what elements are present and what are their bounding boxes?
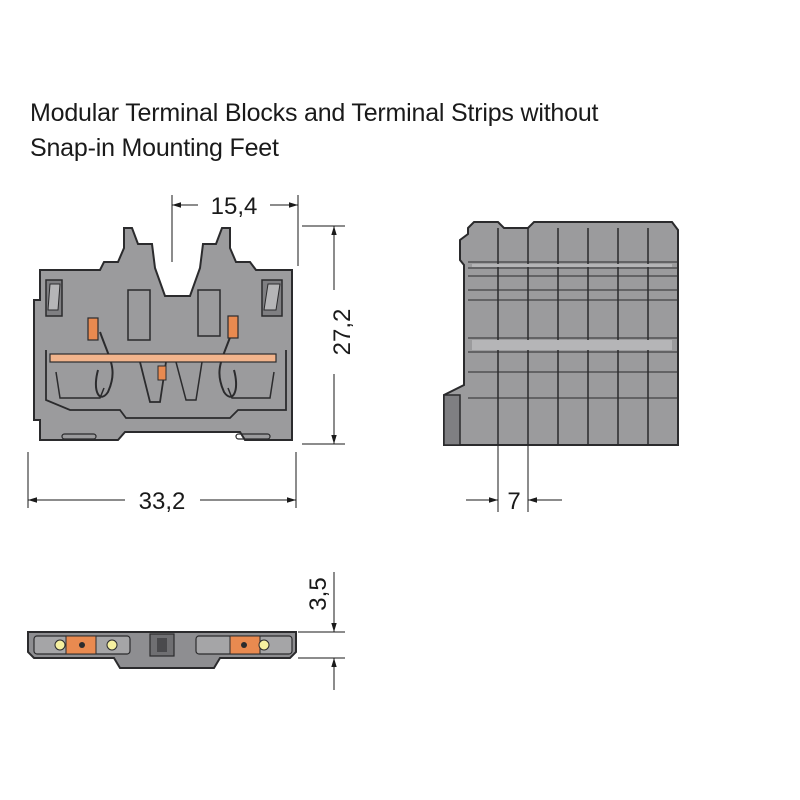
dim-height: 27,2: [329, 309, 356, 356]
right-contact: [227, 315, 239, 339]
top-view: [27, 631, 297, 669]
side-view: [443, 221, 679, 446]
title-line-2: Snap-in Mounting Feet: [30, 134, 279, 162]
dim-top-width: 15,4: [211, 193, 258, 220]
title-line-1: Modular Terminal Blocks and Terminal Str…: [30, 99, 599, 127]
diagram-title: Modular Terminal Blocks and Terminal Str…: [30, 96, 598, 166]
led-indicator: [54, 639, 66, 651]
front-dimensions: 15,4 27,2 33,2: [27, 193, 356, 515]
dim-width: 33,2: [139, 488, 186, 515]
front-view: [33, 227, 293, 441]
front-body: [33, 227, 293, 441]
top-dimensions: 3,5: [298, 572, 345, 690]
left-contact: [87, 317, 99, 341]
dim-thickness: 3,5: [305, 577, 332, 610]
side-body: [443, 221, 679, 446]
dim-pitch: 7: [507, 488, 520, 515]
busbar: [49, 353, 277, 363]
side-dimensions: 7: [466, 446, 562, 515]
